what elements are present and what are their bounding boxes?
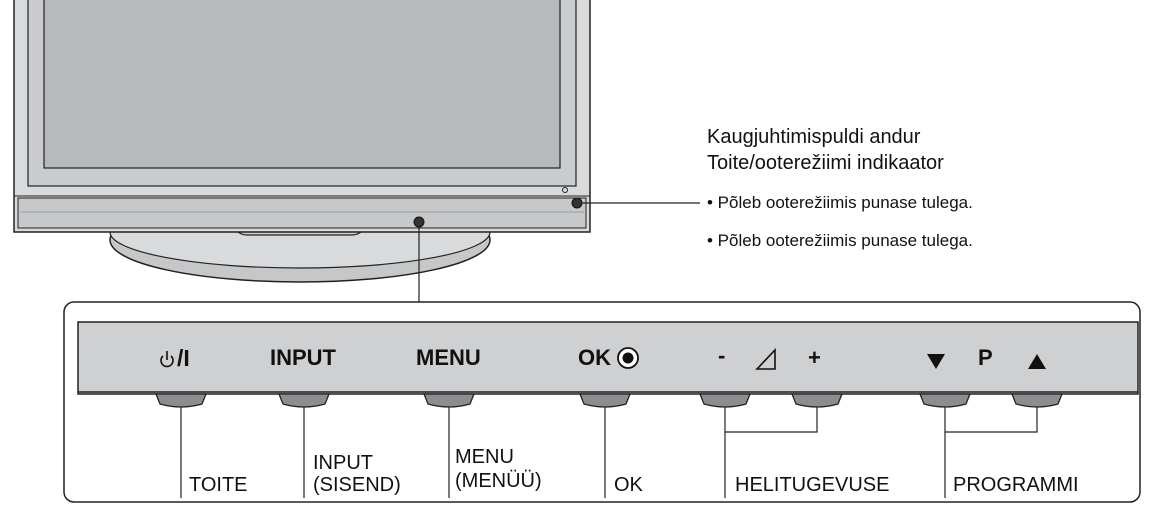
tv-body (13, 0, 591, 233)
power-symbol-icon (160, 351, 174, 368)
label-menu-1: MENU (455, 446, 514, 468)
callout-title-sensor: Kaugjuhtimispuldi andur (707, 126, 921, 148)
key-power-label: /I (177, 345, 190, 371)
label-input-1: INPUT (313, 452, 373, 474)
callout-bullet-1: • Põleb ooterežiimis punase tulega. (707, 193, 973, 212)
remote-sensor-icon (562, 187, 568, 193)
panel-buttons (155, 393, 1063, 408)
key-menu-label: MENU (416, 345, 481, 370)
label-power: TOITE (189, 474, 248, 496)
button-menu (423, 393, 475, 408)
prog-down-icon (927, 354, 945, 369)
key-input-label: INPUT (270, 345, 336, 370)
ok-record-icon (617, 347, 639, 369)
control-panel-strip (77, 321, 1139, 395)
key-ok-label: OK (578, 345, 611, 370)
volume-icon (755, 347, 776, 370)
button-vol-minus (699, 393, 751, 408)
control-panel-pointer-icon (413, 216, 425, 228)
key-vol-plus: + (808, 345, 821, 370)
button-vol-plus (791, 393, 843, 408)
button-power (155, 393, 207, 408)
button-ok (579, 393, 631, 408)
button-leader-lines (180, 407, 1038, 498)
label-input-2: (SISEND) (313, 474, 401, 496)
label-ok: OK (614, 474, 643, 496)
key-vol-minus: - (718, 343, 726, 368)
key-prog-p: P (978, 345, 993, 370)
power-indicator-icon (571, 197, 583, 209)
label-menu-2: (MENÜÜ) (455, 470, 542, 492)
prog-up-icon (1028, 354, 1046, 369)
label-volume: HELITUGEVUSE (735, 474, 890, 496)
button-input (278, 393, 330, 408)
button-prog-down (919, 393, 971, 408)
callout-bullet-2: • Põleb ooterežiimis punase tulega. (707, 231, 973, 250)
label-programme: PROGRAMMI (953, 474, 1079, 496)
button-prog-up (1011, 393, 1063, 408)
callout-title-indicator: Toite/ooterežiimi indikaator (707, 152, 944, 174)
